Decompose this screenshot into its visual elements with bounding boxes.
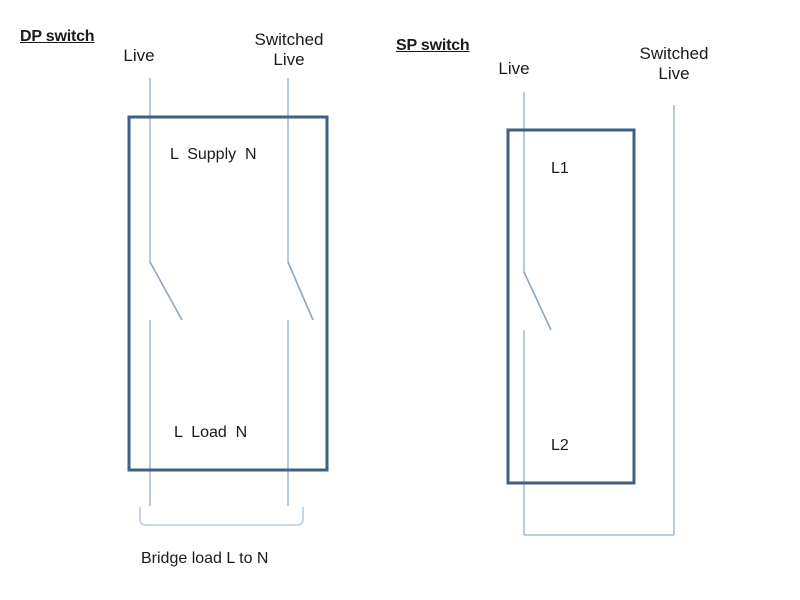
dp-left-contact-blade	[149, 261, 183, 321]
sp-switch-title: SP switch	[396, 37, 470, 54]
dp-live-label: Live	[123, 46, 155, 65]
sp-switched-live-label: Switched Live	[639, 44, 709, 83]
sp-contact-blade	[523, 271, 552, 331]
sp-switch-body	[506, 128, 636, 485]
dp-switch-body	[127, 115, 329, 472]
sp-terminal-l2-label: L2	[551, 437, 569, 454]
dp-switch-title: DP switch	[20, 28, 95, 45]
bridge-bracket	[139, 507, 304, 526]
bridge-load-caption: Bridge load L to N	[141, 550, 269, 567]
dp-right-contact-blade	[287, 261, 314, 321]
sp-terminal-l1-label: L1	[551, 160, 569, 177]
dp-load-terminals-label: L Load N	[174, 424, 248, 441]
dp-switched-live-label: Switched Live	[254, 30, 324, 69]
sp-live-label: Live	[498, 59, 530, 78]
dp-supply-terminals-label: L Supply N	[170, 146, 257, 163]
